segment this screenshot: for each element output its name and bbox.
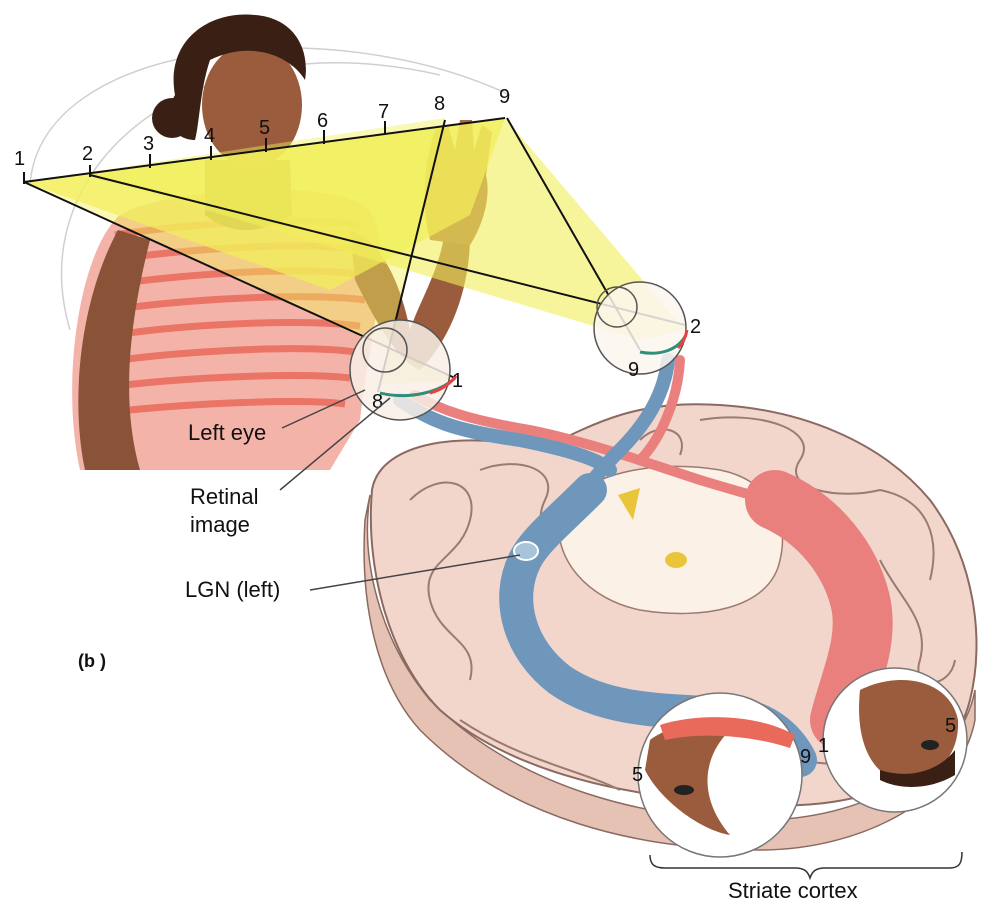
label-left-eye: Left eye — [188, 420, 266, 445]
field-marker-9: 9 — [499, 86, 510, 108]
left-cortex-magnifier — [638, 693, 802, 857]
label-retinal-image-line1: Retinal — [190, 484, 258, 509]
left-eye-marker-1: 1 — [452, 370, 463, 392]
right-eye-marker-2: 2 — [690, 316, 701, 338]
right-cortex-magnifier — [823, 668, 967, 812]
label-striate-cortex: Striate cortex — [728, 878, 858, 903]
lgn-left-nucleus — [514, 542, 538, 560]
cortex-marker-left-9: 9 — [800, 746, 811, 768]
field-marker-1: 1 — [14, 148, 25, 170]
left-eye-ball — [350, 320, 450, 420]
right-eye-marker-9: 9 — [628, 359, 639, 381]
field-marker-8: 8 — [434, 93, 445, 115]
ventricle-lower — [665, 552, 687, 568]
field-marker-3: 3 — [143, 133, 154, 155]
cortex-marker-left-5: 5 — [632, 764, 643, 786]
field-marker-5: 5 — [259, 117, 270, 139]
right-eye-ball — [594, 282, 686, 374]
label-retinal-image-line2: image — [190, 512, 250, 537]
striate-cortex-brace — [650, 852, 962, 878]
label-lgn-left: LGN (left) — [185, 577, 280, 602]
cortex-marker-right-5: 5 — [945, 715, 956, 737]
cortex-marker-right-1: 1 — [818, 735, 829, 757]
person-hair-bun — [152, 98, 192, 138]
panel-label: (b ) — [78, 651, 106, 671]
left-eye-marker-8: 8 — [372, 391, 383, 413]
right-cortex-eye-image — [921, 740, 939, 750]
right-eye — [594, 282, 687, 374]
left-cortex-eye-image — [674, 785, 694, 795]
field-marker-6: 6 — [317, 110, 328, 132]
field-marker-2: 2 — [82, 143, 93, 165]
field-marker-7: 7 — [378, 101, 389, 123]
field-marker-4: 4 — [204, 125, 215, 147]
